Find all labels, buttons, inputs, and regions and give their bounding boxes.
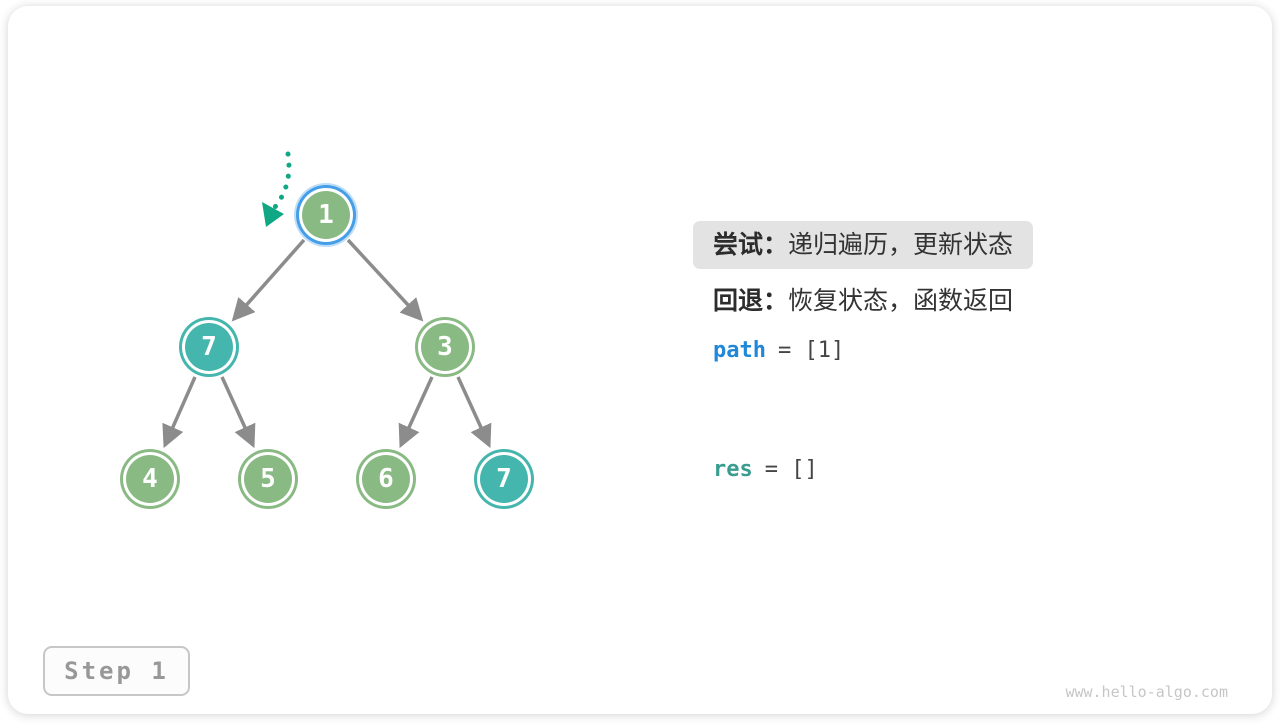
res-variable-line: res = [] xyxy=(713,456,818,484)
tree-node-4-leaf: 4 xyxy=(126,455,174,503)
step-badge: Step 1 xyxy=(43,646,190,696)
annotation-try-text: 递归遍历，更新状态 xyxy=(788,231,1014,259)
annotation-backtrack-label: 回退： xyxy=(713,287,789,315)
current-pointer-arrow xyxy=(262,151,292,227)
watermark: www.hello-algo.com xyxy=(1065,683,1228,701)
annotation-backtrack-text: 恢复状态，函数返回 xyxy=(788,287,1014,315)
annotation-try-label: 尝试： xyxy=(713,231,789,259)
path-variable-value: = [1] xyxy=(777,338,845,363)
tree-node-6-leaf: 6 xyxy=(362,455,410,503)
annotation-try: 尝试：递归遍历，更新状态 xyxy=(693,221,1034,269)
tree-node-5-leaf: 5 xyxy=(244,455,292,503)
tree-node-1-root: 1 xyxy=(302,191,350,239)
path-variable-name: path xyxy=(713,338,766,363)
tree-node-3-right: 3 xyxy=(421,323,469,371)
annotation-backtrack: 回退：恢复状态，函数返回 xyxy=(713,285,1013,317)
figure-card: 1 7 3 4 5 6 7 尝试：递归遍历，更新状态 回退：恢复状态，函数返回 … xyxy=(8,6,1272,714)
tree-node-7-leaf: 7 xyxy=(480,455,528,503)
res-variable-name: res xyxy=(713,457,753,482)
res-variable-value: = [] xyxy=(764,457,818,482)
path-variable-line: path = [1] xyxy=(713,337,844,365)
tree-node-7-left: 7 xyxy=(185,323,233,371)
